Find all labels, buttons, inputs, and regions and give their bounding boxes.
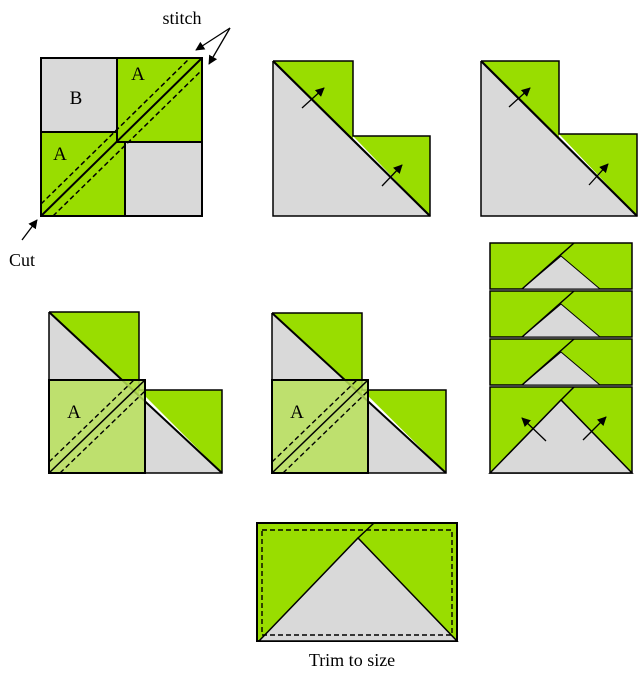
step3-pressed-half — [480, 60, 638, 217]
cut-arrow — [21, 219, 38, 241]
step6-stacked-geese — [488, 242, 634, 474]
cut-line — [40, 57, 203, 217]
cut-label: Cut — [9, 250, 35, 270]
square-b — [40, 57, 126, 143]
label-a: A — [53, 144, 67, 165]
trim-caption: Trim to size — [309, 650, 395, 670]
goose-unit — [489, 242, 633, 290]
goose-unit — [489, 338, 633, 386]
label-a: A — [131, 64, 145, 85]
step4-add-square: A — [48, 311, 223, 474]
stitch-line — [52, 69, 203, 217]
press-arrow — [588, 163, 609, 186]
goose-unit — [488, 386, 634, 474]
goose-unit — [489, 290, 633, 338]
step5-add-square: A — [271, 312, 447, 474]
stitch-line — [40, 57, 191, 205]
press-arrow — [582, 416, 607, 441]
stitch-arrow — [208, 27, 231, 65]
stitch-arrow — [195, 27, 231, 51]
label-b: B — [70, 88, 83, 109]
square-gray — [124, 141, 203, 217]
step1-four-patch: B A A stitch Cut — [9, 8, 231, 270]
press-arrow — [381, 164, 403, 187]
step7-trimmed-goose: Trim to size — [256, 522, 459, 670]
label-a: A — [290, 402, 304, 423]
step2-cut-half — [272, 60, 431, 217]
trim-line — [261, 529, 453, 636]
label-a: A — [67, 402, 81, 423]
press-arrow — [521, 417, 547, 442]
stitch-label: stitch — [163, 8, 202, 28]
press-arrow — [301, 87, 325, 109]
press-arrow — [508, 87, 531, 108]
